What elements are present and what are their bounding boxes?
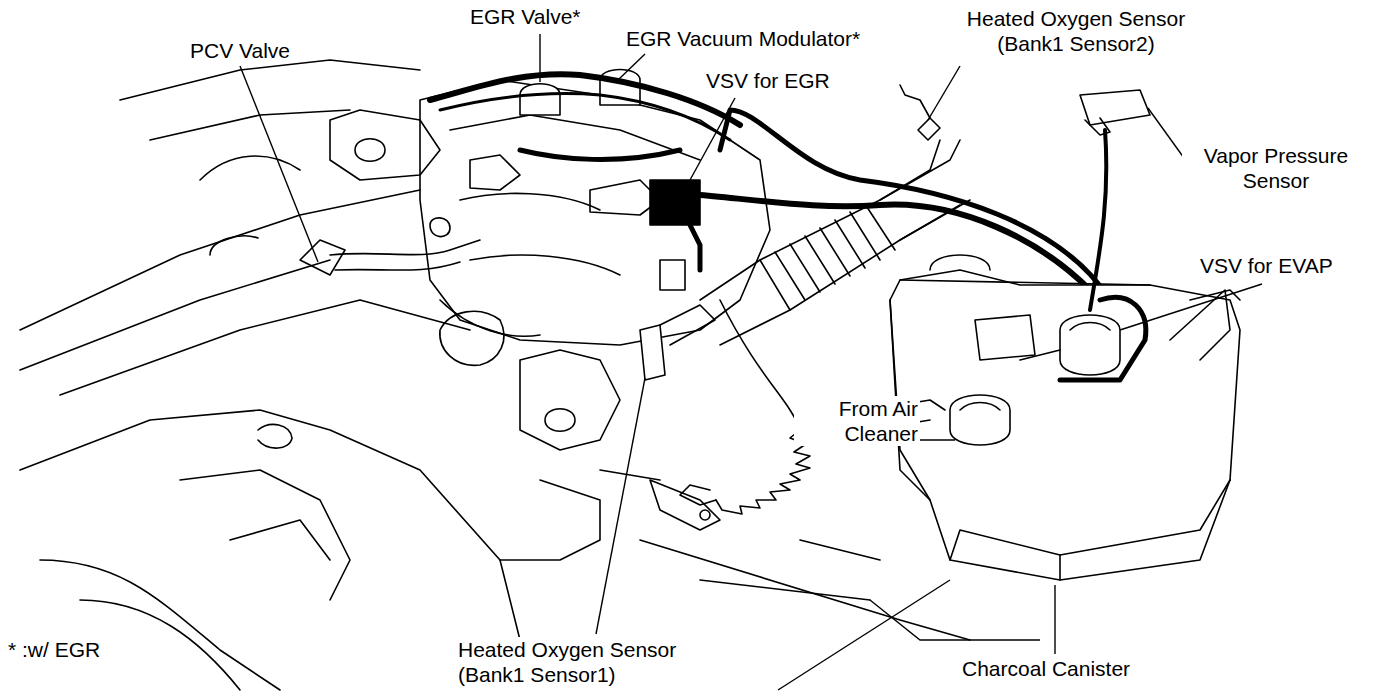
part-label: EGR Valve* xyxy=(468,4,583,29)
part-label: Heated Oxygen Sensor (Bank1 Sensor1) xyxy=(456,637,712,687)
part-label: From Air Cleaner xyxy=(794,396,920,446)
part-label: EGR Vacuum Modulator* xyxy=(624,26,862,51)
part-label: PCV Valve xyxy=(188,38,292,63)
part-label: Vapor Pressure Sensor xyxy=(1182,143,1370,193)
part-label: Heated Oxygen Sensor (Bank1 Sensor2) xyxy=(948,6,1204,56)
leader-lines xyxy=(240,34,1262,690)
part-label: VSV for EVAP xyxy=(1198,253,1335,278)
part-label: Charcoal Canister xyxy=(960,656,1132,681)
part-label: * :w/ EGR xyxy=(6,637,102,662)
part-label: VSV for EGR xyxy=(704,68,832,93)
